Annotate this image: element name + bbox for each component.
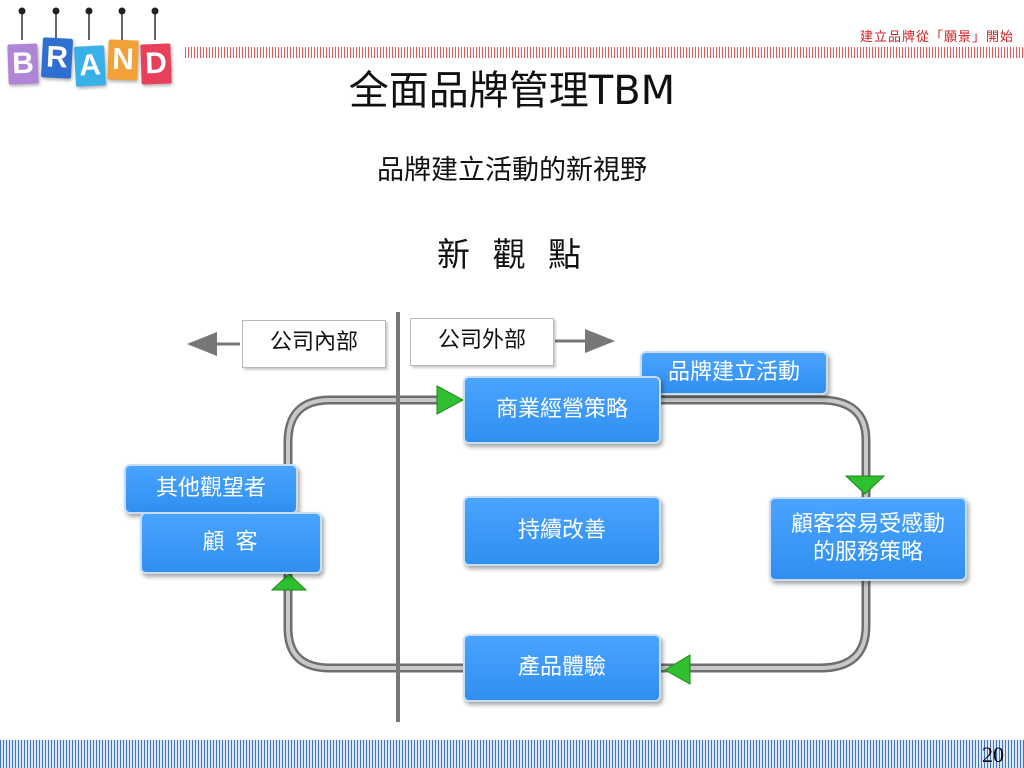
company-outside-label: 公司外部 — [410, 318, 554, 366]
green-arrow-right-icon — [436, 385, 465, 415]
page-title: 全面品牌管理TBM — [348, 68, 676, 114]
green-arrow-down-icon — [844, 475, 886, 495]
onlookers-box: 其他觀望者 — [124, 464, 298, 514]
green-arrow-left-icon — [664, 654, 691, 685]
page-subtitle: 品牌建立活動的新視野 — [377, 155, 647, 186]
page-number: 20 — [982, 742, 1004, 767]
slogan: 建立品牌從「願景」開始 — [859, 30, 1014, 45]
service-strategy-line2: 的服務策略 — [812, 540, 923, 565]
section-heading: 新 觀 點 — [437, 235, 587, 274]
green-arrow-up-icon — [270, 573, 308, 591]
company-inside-label: 公司內部 — [242, 320, 386, 368]
improvement-box: 持續改善 — [463, 496, 661, 566]
logo-pins-icon — [18, 7, 159, 40]
experience-box: 產品體驗 — [463, 634, 661, 702]
customer-box: 顧 客 — [140, 512, 322, 574]
brand-logo: B R A N D — [6, 4, 176, 92]
header-band — [185, 47, 1024, 58]
service-strategy-line1: 顧客容易受感動 — [790, 512, 945, 537]
footer-band — [0, 740, 1024, 768]
brand-activity-box: 品牌建立活動 — [640, 351, 828, 395]
service-strategy-box: 顧客容易受感動 的服務策略 — [769, 497, 967, 581]
strategy-box: 商業經營策略 — [463, 376, 661, 444]
